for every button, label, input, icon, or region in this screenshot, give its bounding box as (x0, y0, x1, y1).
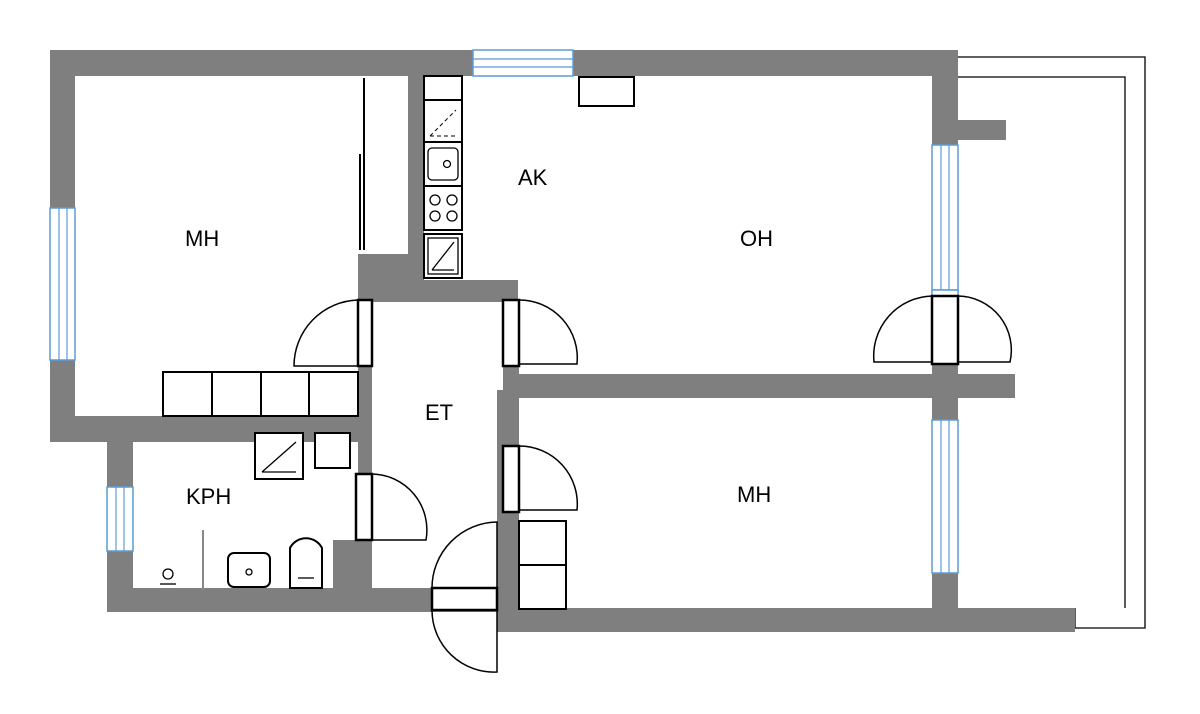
bathroom-fixtures (160, 432, 351, 590)
room-label-hall: ET (425, 400, 453, 425)
doors (293, 294, 1013, 673)
shower-icon (162, 568, 174, 580)
toilet (289, 537, 323, 589)
kitchen-fixtures (423, 75, 463, 279)
room-label-bedroom-top: MH (185, 226, 219, 251)
wardrobe-sliding (359, 78, 365, 250)
room-label-living-room: OH (740, 226, 773, 251)
washbasin (227, 552, 271, 588)
wardrobes-bedroom (162, 371, 359, 417)
room-label-kitchen: AK (518, 165, 548, 190)
living-room-cabinet (578, 76, 635, 107)
bathroom-cabinet (314, 432, 351, 469)
wardrobe-bedroom-bottom (518, 520, 567, 610)
sink (423, 141, 463, 187)
stove (423, 185, 463, 231)
balcony-outline (955, 56, 1146, 629)
room-label-bedroom-bottom: MH (737, 482, 771, 507)
balcony-inner-outline (955, 76, 1126, 608)
room-label-bathroom: KPH (186, 484, 231, 509)
